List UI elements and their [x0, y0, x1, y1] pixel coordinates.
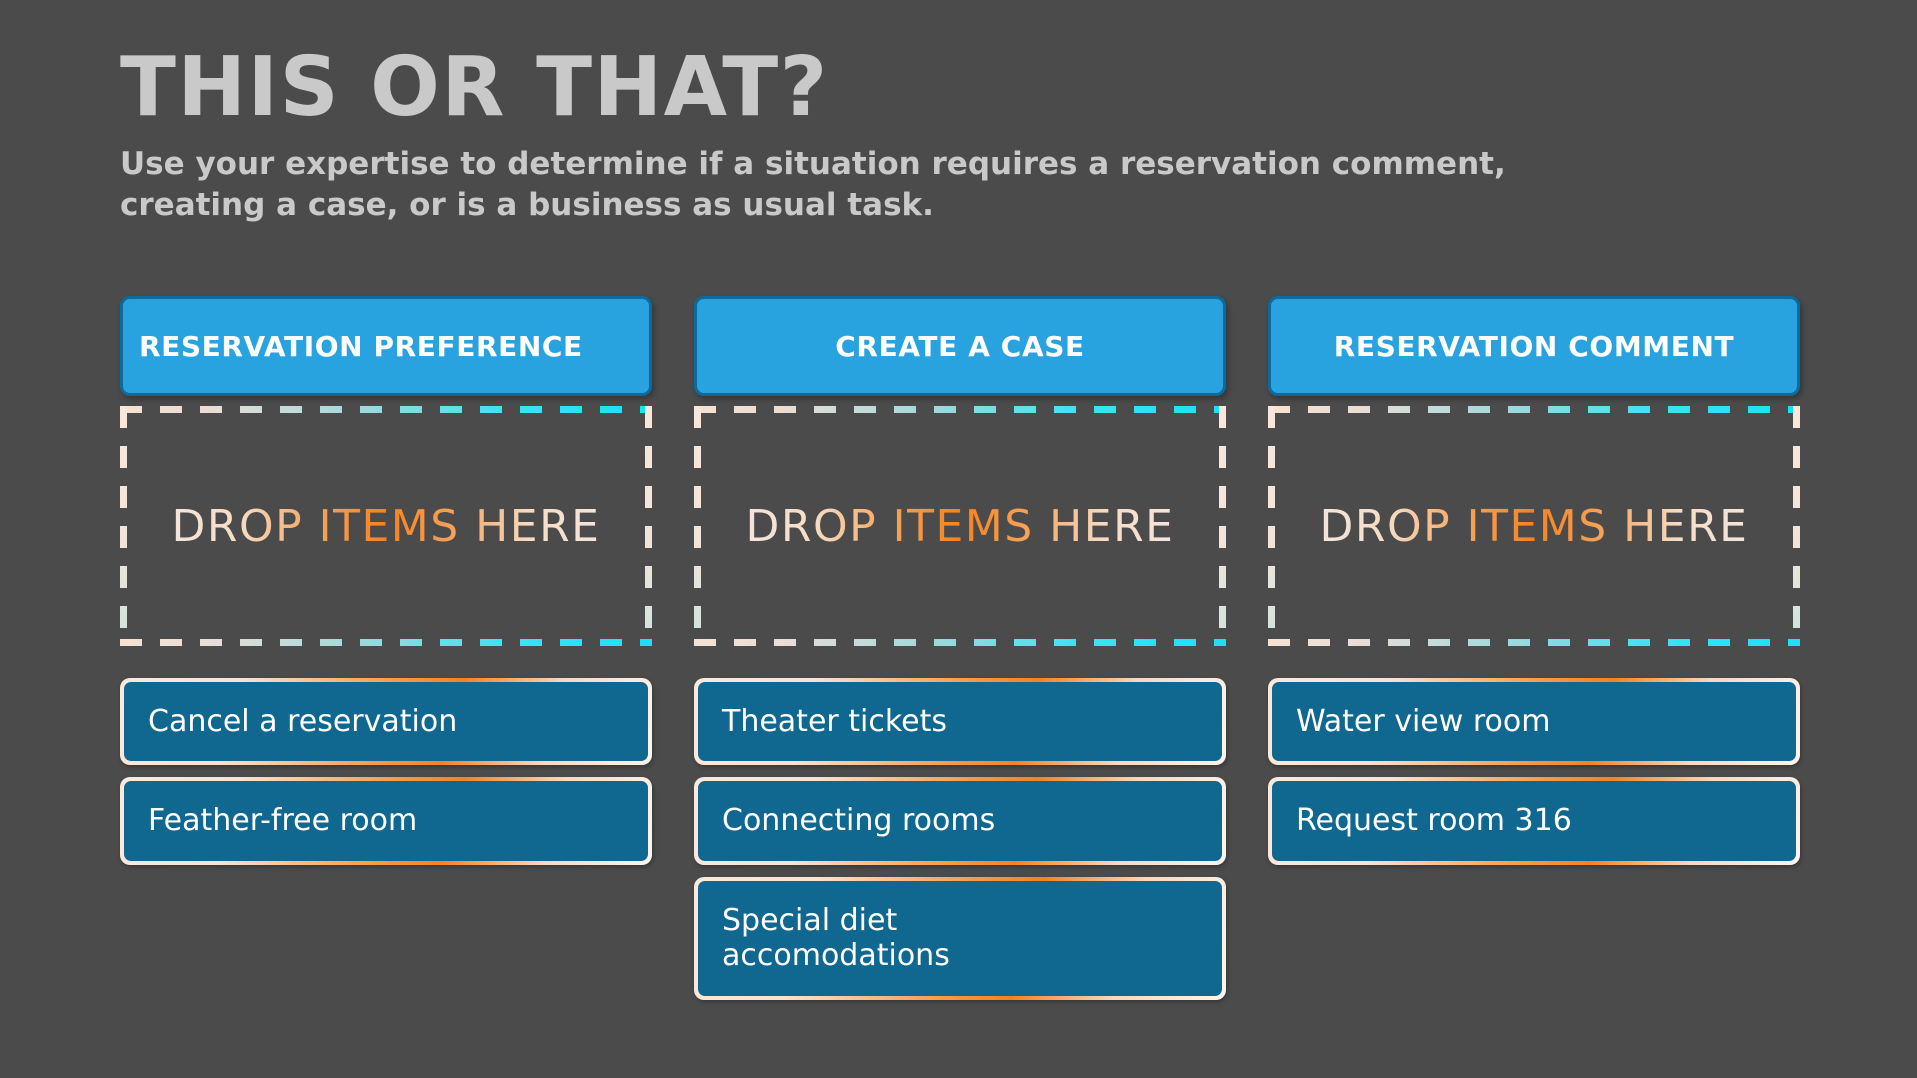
draggable-card[interactable]: Theater tickets	[694, 678, 1226, 766]
draggable-card[interactable]: Connecting rooms	[694, 777, 1226, 865]
column-reservation-comment: RESERVATION COMMENT DROP ITEMS HERE Wate…	[1268, 296, 1800, 865]
card-body: Connecting rooms	[698, 781, 1222, 861]
page-subtitle: Use your expertise to determine if a sit…	[120, 146, 1506, 224]
category-header-create-a-case[interactable]: CREATE A CASE	[694, 296, 1226, 396]
card-label: Theater tickets	[722, 704, 948, 739]
dropzone-dashed-border-right	[1219, 406, 1226, 646]
category-header-label: RESERVATION PREFERENCE	[139, 329, 583, 363]
dropzone-dashed-border-bottom	[120, 639, 652, 646]
column-create-a-case: CREATE A CASE DROP ITEMS HERE Theater ti…	[694, 296, 1226, 1000]
column-reservation-preference: RESERVATION PREFERENCE DROP ITEMS HERE C…	[120, 296, 652, 865]
card-body: Feather-free room	[124, 781, 648, 861]
dropzone-dashed-border-right	[1793, 406, 1800, 646]
dropzone-reservation-preference[interactable]: DROP ITEMS HERE	[120, 406, 652, 646]
card-body: Water view room	[1272, 682, 1796, 762]
dropzone-dashed-border-right	[645, 406, 652, 646]
dropzone-label: DROP ITEMS HERE	[1319, 500, 1749, 552]
card-label: Request room 316	[1296, 803, 1572, 839]
draggable-card[interactable]: Cancel a reservation	[120, 678, 652, 766]
dropzone-dashed-border-left	[1268, 406, 1275, 646]
card-label: Connecting rooms	[722, 803, 996, 839]
card-label: Special diet accomodations	[722, 902, 950, 974]
category-header-reservation-preference[interactable]: RESERVATION PREFERENCE	[120, 296, 652, 396]
dropzone-dashed-border-top	[120, 406, 652, 413]
category-header-reservation-comment[interactable]: RESERVATION COMMENT	[1268, 296, 1800, 396]
card-body: Theater tickets	[698, 682, 1222, 762]
header-block: THIS OR THAT? Use your expertise to dete…	[120, 40, 1780, 226]
card-label: Water view room	[1296, 704, 1551, 739]
card-body: Special diet accomodations	[698, 880, 1222, 996]
category-columns: RESERVATION PREFERENCE DROP ITEMS HERE C…	[120, 296, 1800, 1000]
dropzone-label: DROP ITEMS HERE	[171, 500, 601, 552]
card-label: Cancel a reservation	[148, 704, 458, 739]
page-title: THIS OR THAT?	[120, 40, 829, 135]
card-list-reservation-comment: Water view room Request room 316	[1268, 678, 1800, 865]
dropzone-dashed-border-top	[1268, 406, 1800, 413]
card-body: Request room 316	[1272, 781, 1796, 861]
card-body: Cancel a reservation	[124, 682, 648, 762]
draggable-card[interactable]: Special diet accomodations	[694, 876, 1226, 1000]
dropzone-dashed-border-left	[694, 406, 701, 646]
card-label: Feather-free room	[148, 803, 418, 839]
category-header-label: CREATE A CASE	[835, 329, 1085, 363]
draggable-card[interactable]: Water view room	[1268, 678, 1800, 766]
dropzone-dashed-border-left	[120, 406, 127, 646]
dropzone-dashed-border-bottom	[1268, 639, 1800, 646]
draggable-card[interactable]: Request room 316	[1268, 777, 1800, 865]
card-list-reservation-preference: Cancel a reservation Feather-free room	[120, 678, 652, 865]
dropzone-reservation-comment[interactable]: DROP ITEMS HERE	[1268, 406, 1800, 646]
draggable-card[interactable]: Feather-free room	[120, 777, 652, 865]
dropzone-create-a-case[interactable]: DROP ITEMS HERE	[694, 406, 1226, 646]
category-header-label: RESERVATION COMMENT	[1333, 329, 1735, 363]
dropzone-dashed-border-bottom	[694, 639, 1226, 646]
dropzone-label: DROP ITEMS HERE	[745, 500, 1175, 552]
dropzone-dashed-border-top	[694, 406, 1226, 413]
card-list-create-a-case: Theater tickets Connecting rooms Special…	[694, 678, 1226, 1000]
